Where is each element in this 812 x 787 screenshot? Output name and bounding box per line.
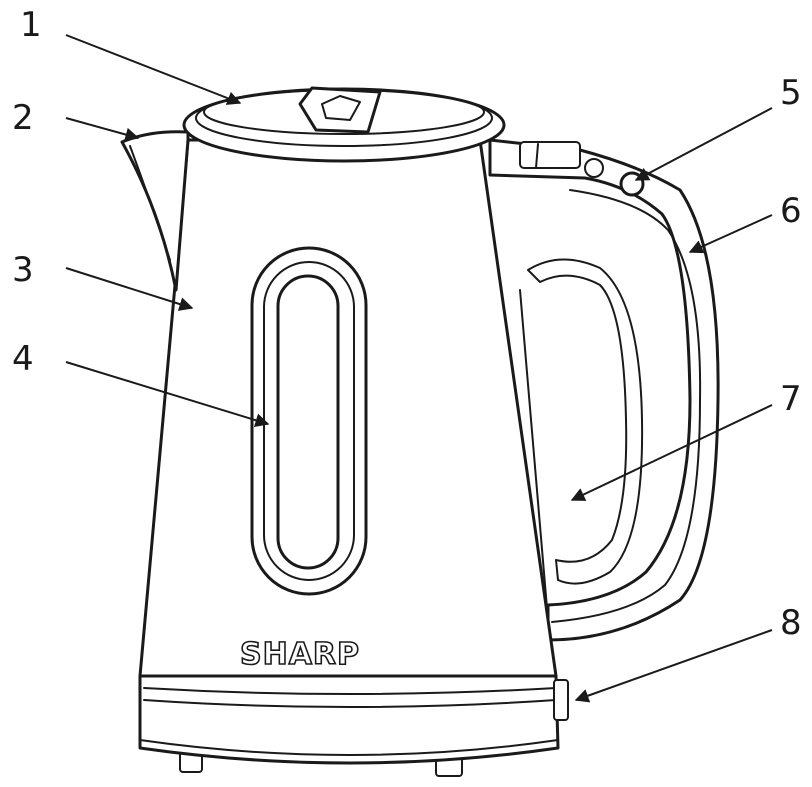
water-gauge-window xyxy=(250,246,368,596)
leader-lines xyxy=(65,34,773,703)
callout-number-5: 5 xyxy=(780,73,802,113)
callout-number-4: 4 xyxy=(12,339,34,379)
leader-line-1 xyxy=(65,34,242,105)
callout-number-6: 6 xyxy=(780,191,802,231)
callout-number-2: 2 xyxy=(12,98,34,138)
brand-logo: SHARP xyxy=(240,637,360,672)
callout-number-1: 1 xyxy=(20,5,42,45)
kettle-drawing: SHARP xyxy=(120,86,720,777)
leader-line-7 xyxy=(570,404,773,501)
callout-number-7: 7 xyxy=(780,379,802,419)
kettle-spout xyxy=(120,130,190,292)
callout-numbers: 1 2 3 4 5 6 7 8 xyxy=(12,5,802,643)
leader-line-6 xyxy=(688,214,773,254)
leader-line-8 xyxy=(574,629,773,703)
leader-line-5 xyxy=(634,107,773,181)
kettle-base xyxy=(138,674,560,765)
leader-line-2 xyxy=(65,117,140,142)
callout-number-8: 8 xyxy=(780,603,802,643)
leader-line-4 xyxy=(65,361,270,427)
leader-line-3 xyxy=(65,267,194,311)
callout-number-3: 3 xyxy=(12,250,34,290)
kettle-lid xyxy=(182,86,506,163)
open-button xyxy=(519,141,581,169)
base-clip xyxy=(553,679,569,721)
